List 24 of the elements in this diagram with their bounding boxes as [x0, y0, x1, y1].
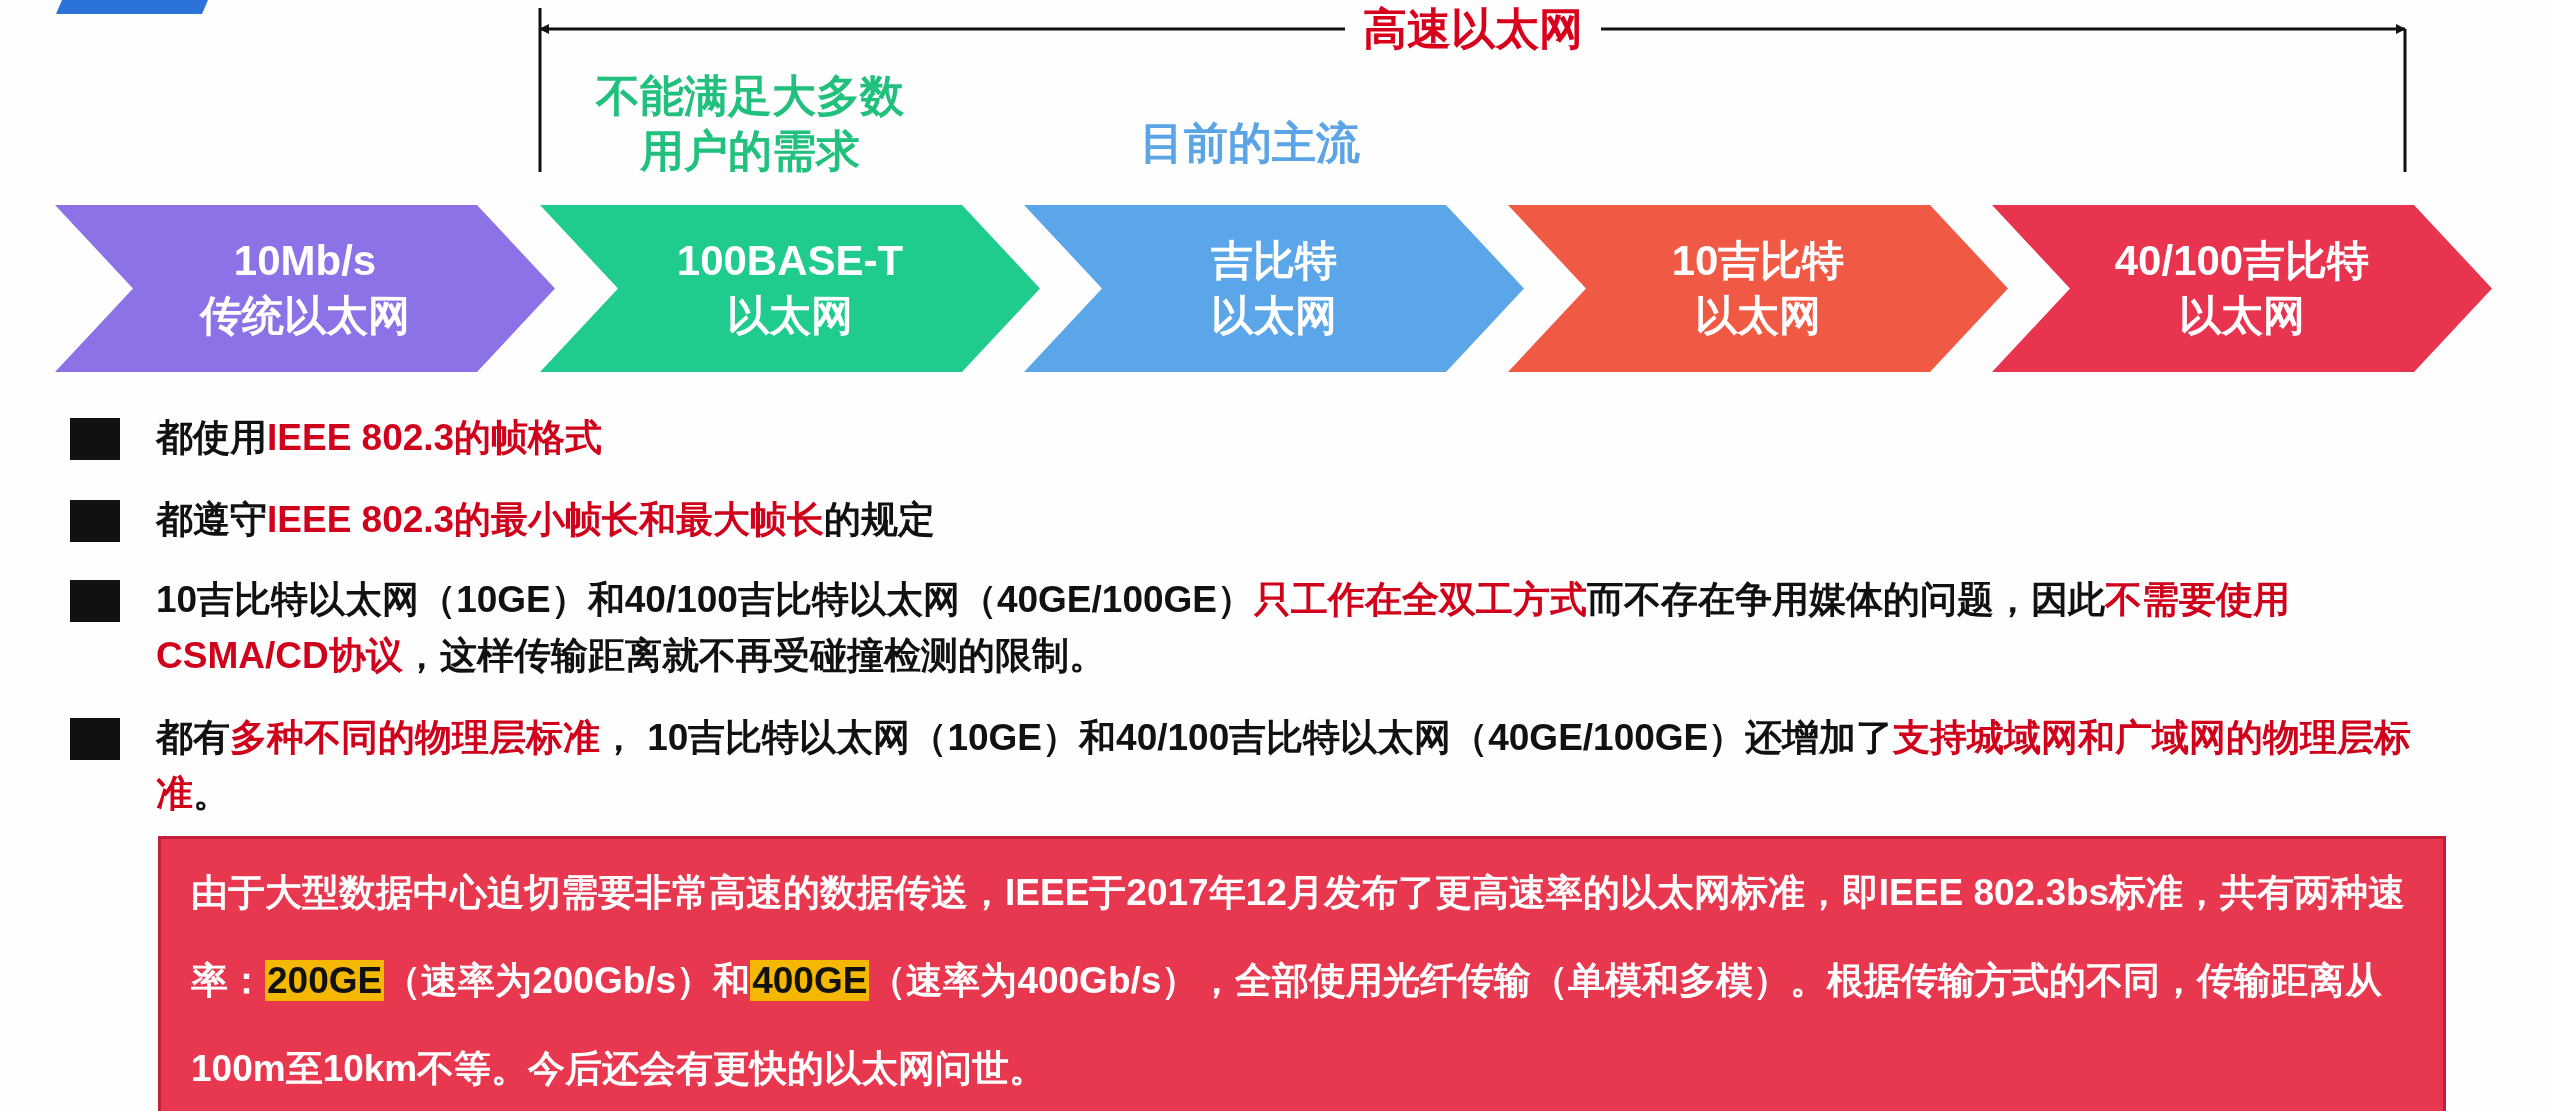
- bullet-text: 都有多种不同的物理层标准， 10吉比特以太网（10GE）和40/100吉比特以太网（40GE/100GE）还增加了支持城域网和广域网的物理层标准。: [156, 716, 2413, 816]
- stage-label: 10Mb/s: [233, 235, 377, 286]
- chevron-shape: [1024, 205, 1524, 372]
- stage-label: 以太网: [727, 290, 853, 341]
- chevron-shape: [540, 205, 1040, 372]
- stage-label: 以太网: [1211, 290, 1337, 341]
- note-panel: [158, 836, 2446, 1111]
- stage-label: 以太网: [2179, 290, 2305, 341]
- bullet-text: 10吉比特以太网（10GE）和40/100吉比特以太网（40GE/100GE）只工作在全双工方式而不存在争用媒体的问题，因此不需要使用CSMA/CD协议，这样传输距离就不再受碰撞检测的限制。: [156, 578, 2292, 678]
- stage-label: 以太网: [1695, 290, 1821, 341]
- annotation-text: 目前的主流: [1139, 117, 1361, 169]
- stage-label: 10吉比特: [1671, 235, 1845, 286]
- stage-label: 40/100吉比特: [2114, 235, 2370, 286]
- bullet-text: 都遵守IEEE 802.3的最小帧长和最大帧长的规定: [156, 498, 937, 542]
- stage-label: 吉比特: [1211, 235, 1337, 286]
- chevron-shape: [1508, 205, 2008, 372]
- note-text: 由于大型数据中心迫切需要非常高速的数据传送，IEEE于2017年12月发布了更高速率的以太网标准，即IEEE 802.3bs标准，共有两种速率：200GE（速率为200Gb/s）和400GE（速率为400Gb/s），全部使用光纤传输（单模和多模）。根据传输方式的不同，传输距离从100m至10km不等。今后还会有更快的以太网问世。: [191, 871, 2407, 1091]
- stage-label: 传统以太网: [200, 290, 410, 341]
- chevron-shape: [55, 205, 555, 372]
- chevron-shape: [1992, 205, 2492, 372]
- bullet-text: 都使用IEEE 802.3的帧格式: [156, 416, 604, 460]
- annotation-text: 不能满足大多数用户的需求: [594, 70, 905, 177]
- stage-label: 100BASE-T: [676, 235, 904, 286]
- span-label: 高速以太网: [1344, 4, 1601, 53]
